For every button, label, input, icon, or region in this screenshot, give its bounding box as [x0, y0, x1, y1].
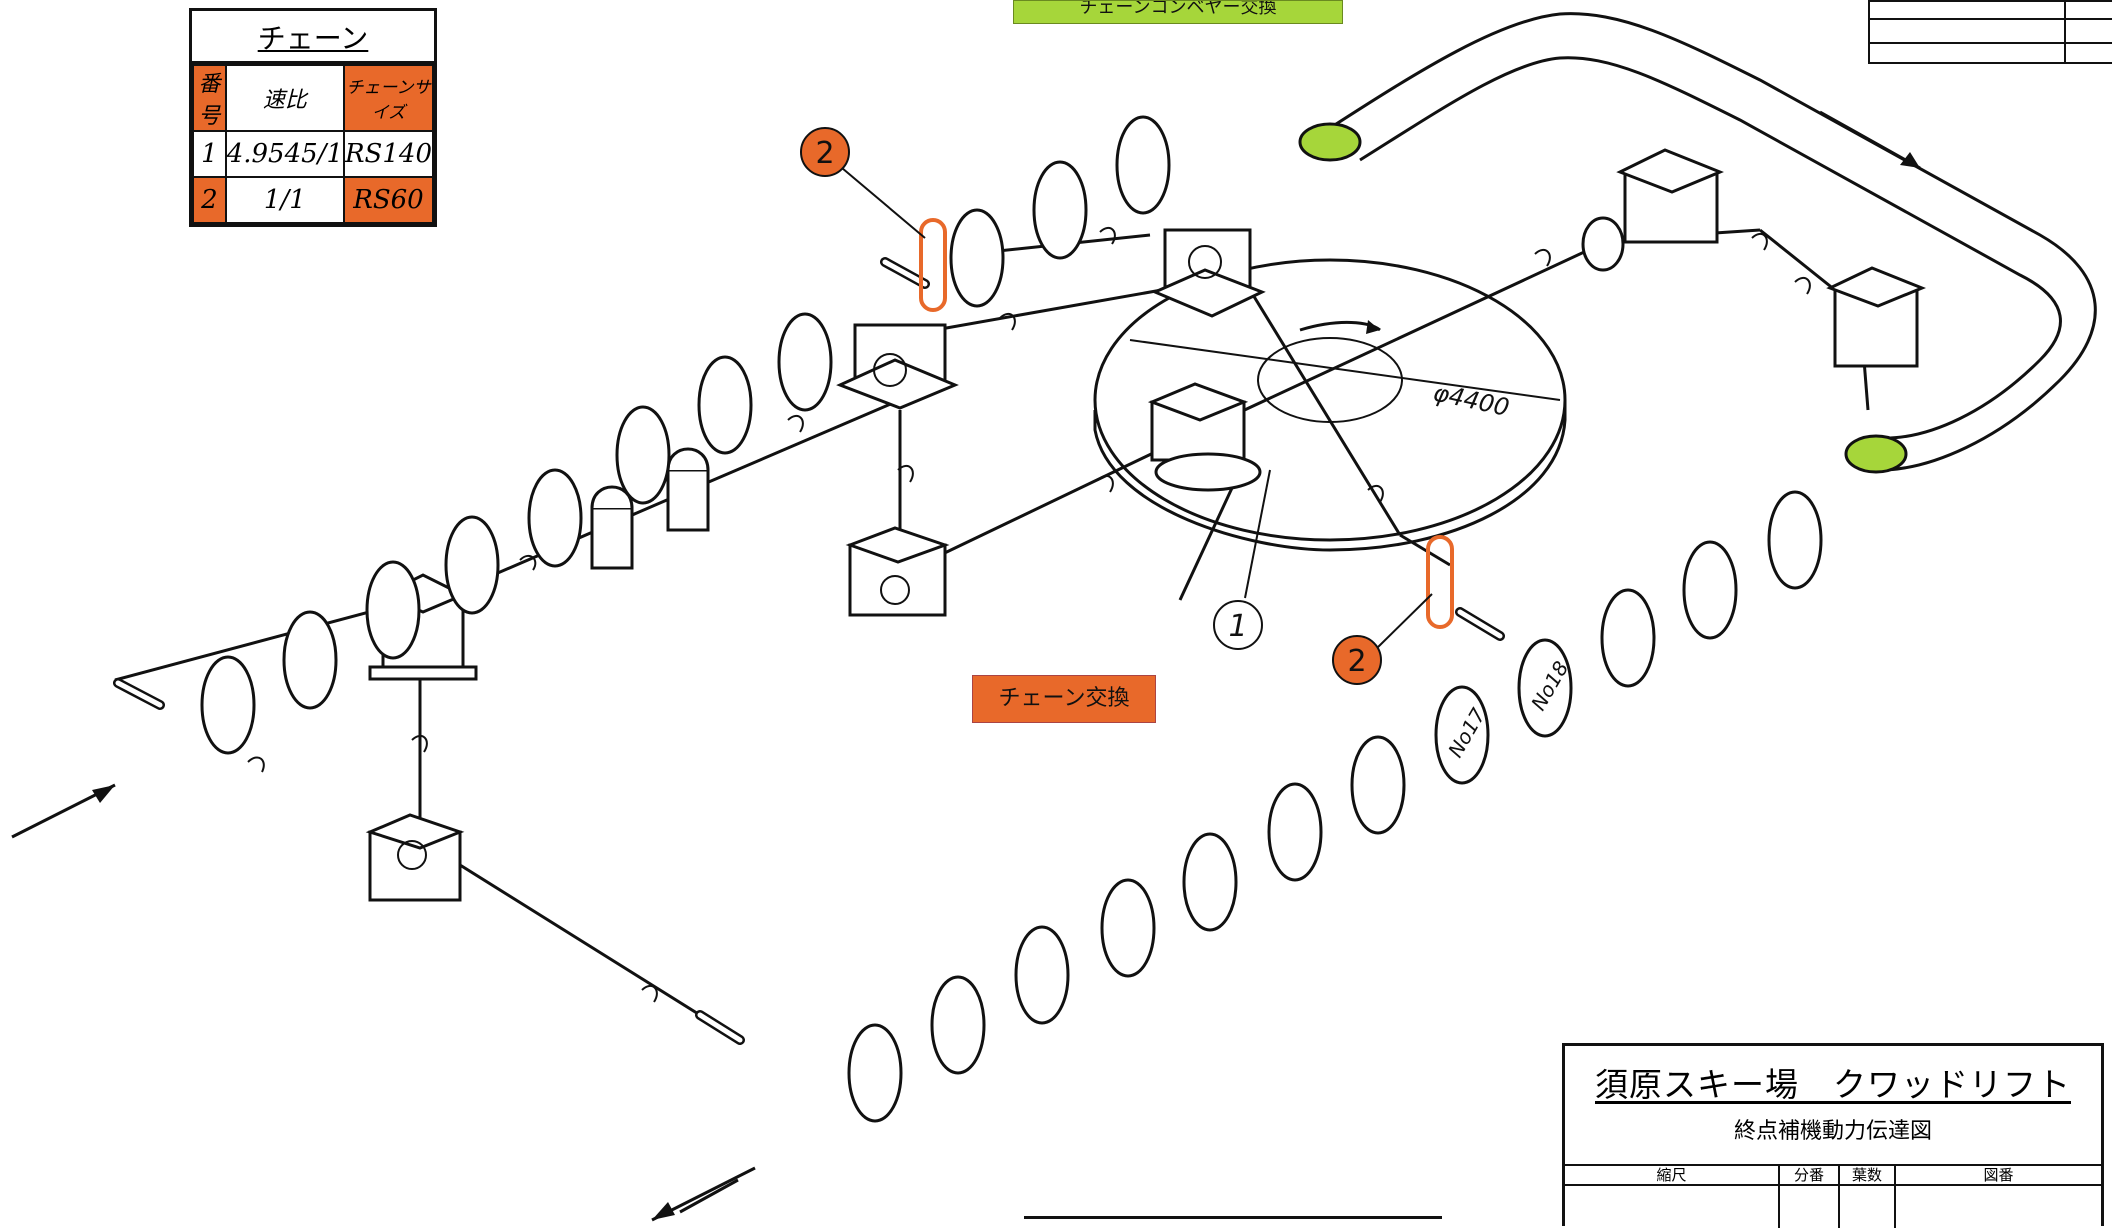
drawing-title: 終点補機動力伝達図 — [1733, 1119, 1932, 1144]
row-no: 1 — [192, 130, 227, 178]
field-scale: 縮尺 — [1565, 1166, 1780, 1228]
return-rail — [1298, 12, 2097, 474]
dimension-text: φ4400 — [1431, 378, 1512, 421]
header-ratio: 速比 — [224, 64, 345, 132]
bearing-pair — [590, 447, 710, 570]
callout-2-upper: 2 — [800, 127, 926, 239]
row-ratio: 4.9545/1 — [224, 130, 345, 178]
field-drawing-no: 図番 — [1896, 1166, 2101, 1228]
chair — [697, 355, 753, 455]
chair — [1115, 115, 1171, 215]
rail-end-green-2 — [1844, 434, 1908, 474]
svg-text:2: 2 — [1347, 644, 1366, 679]
rotation-arrows — [247, 226, 1811, 1003]
title-block: 須原スキー場 クワッドリフト 終点補機動力伝達図 縮尺 分番 葉数 図番 — [1562, 1043, 2104, 1228]
title-block-fields: 縮尺 分番 葉数 図番 — [1565, 1164, 2101, 1228]
chair — [444, 515, 500, 615]
field-part: 分番 — [1780, 1166, 1840, 1228]
chair — [365, 560, 421, 660]
gearbox-2 — [365, 813, 465, 902]
rail-end-green-1 — [1298, 122, 1362, 162]
dimension-line — [1129, 339, 1561, 401]
gearbox-7 — [1581, 148, 1724, 272]
chain-table-header: 番号 速比 チェーンサイズ — [192, 64, 435, 132]
svg-text:1: 1 — [1228, 609, 1247, 644]
direction-arrow-rail — [1819, 110, 1921, 170]
chair — [1350, 735, 1406, 835]
chairs-upper — [200, 115, 1171, 755]
gearbox-6 — [1147, 382, 1262, 492]
gearbox-5 — [1151, 228, 1266, 318]
chain-table-grid: 番号 速比 チェーンサイズ 1 4.9545/1 RS140 2 1/1 RS6… — [192, 64, 435, 224]
chair — [777, 312, 833, 412]
top-right-grid — [1868, 0, 2112, 64]
callout-2-lower: 2 — [1332, 593, 1433, 685]
field-sheets: 葉数 — [1840, 1166, 1896, 1228]
chair-no18 — [1517, 638, 1573, 738]
chain-table-row: 2 1/1 RS60 — [192, 176, 435, 224]
chair — [949, 208, 1005, 308]
chair — [1014, 925, 1070, 1025]
chain-table: チェーン 番号 速比 チェーンサイズ 1 4.9545/1 RS140 2 1/… — [189, 8, 437, 227]
bottom-frame-edge — [1024, 1216, 1442, 1229]
header-size: チェーンサイズ — [342, 64, 435, 132]
chair — [282, 610, 338, 710]
chair — [1100, 878, 1156, 978]
chair — [1267, 782, 1323, 882]
drive-shafts — [114, 228, 1870, 1042]
chair — [1600, 588, 1656, 688]
row-no: 2 — [192, 176, 227, 224]
gearbox-8 — [1826, 266, 1926, 368]
gearbox-4 — [845, 526, 950, 617]
chair — [200, 655, 256, 755]
chain-table-row: 1 4.9545/1 RS140 — [192, 130, 435, 178]
header-no: 番号 — [192, 64, 227, 132]
chair — [615, 405, 671, 505]
chair — [1682, 540, 1738, 640]
row-ratio: 1/1 — [224, 176, 345, 224]
row-size: RS140 — [342, 130, 435, 178]
project-title: 須原スキー場 クワッドリフト — [1595, 1065, 2071, 1104]
callout-1: 1 — [1213, 469, 1271, 650]
chairs-lower: No17 No18 — [847, 490, 1823, 1123]
gearbox-3 — [836, 323, 959, 410]
chair-no17 — [1434, 685, 1490, 785]
chain-replace-label: チェーン交換 — [972, 675, 1156, 723]
chair — [930, 975, 986, 1075]
chair — [1182, 832, 1238, 932]
chair — [1767, 490, 1823, 590]
shaft-ends — [113, 257, 1505, 1045]
top-green-label: チェーンコンベヤー交換 — [1013, 0, 1343, 24]
chain-highlight-upper — [919, 218, 947, 312]
chain-table-title: チェーン — [192, 11, 434, 64]
row-size: RS60 — [342, 176, 435, 224]
svg-text:2: 2 — [815, 136, 834, 171]
chair — [1032, 160, 1088, 260]
chair — [527, 468, 583, 568]
chair — [847, 1023, 903, 1123]
direction-arrows — [11, 783, 756, 1222]
chain-highlight-lower — [1426, 535, 1454, 629]
